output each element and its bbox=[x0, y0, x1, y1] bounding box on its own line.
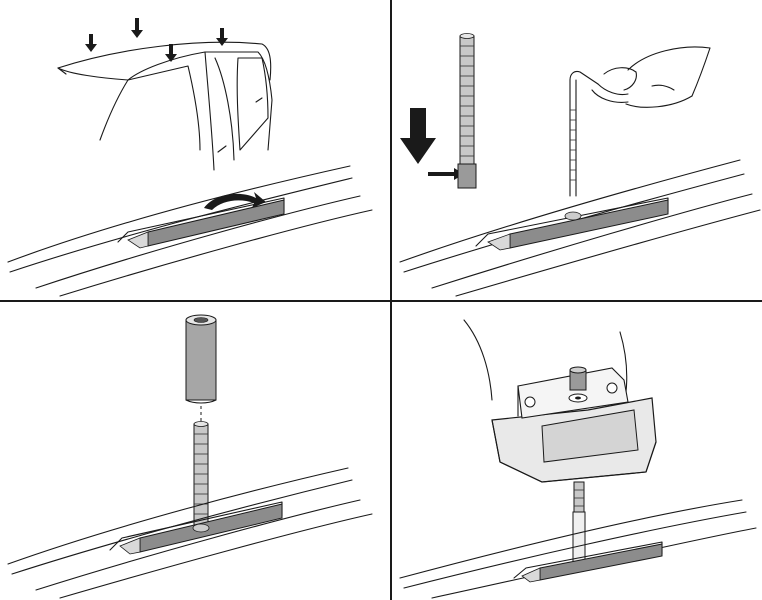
panel-3-drawing bbox=[7, 314, 373, 599]
panel-3 bbox=[0, 302, 391, 600]
insert-arrow bbox=[400, 108, 436, 164]
foot-position-arrows bbox=[85, 18, 228, 62]
threaded-rod bbox=[457, 33, 477, 189]
panel-2-drawing bbox=[399, 33, 761, 297]
roof-rail bbox=[7, 467, 373, 599]
car-roof-outline bbox=[57, 41, 273, 171]
nut-pointer-arrow bbox=[428, 168, 464, 180]
panel-4 bbox=[392, 302, 762, 600]
rail-plate bbox=[513, 541, 663, 583]
rotate-arrow bbox=[204, 192, 266, 210]
rail-plate bbox=[475, 197, 669, 251]
threaded-rod bbox=[572, 481, 586, 563]
panel-2 bbox=[392, 0, 762, 301]
threaded-rod bbox=[193, 421, 209, 533]
foot-bracket bbox=[491, 366, 657, 483]
rail-plate bbox=[117, 197, 285, 249]
panel-4-drawing bbox=[399, 319, 757, 599]
bracket-outline-hint bbox=[463, 319, 628, 401]
panel-1 bbox=[0, 0, 391, 301]
spacer-sleeve bbox=[185, 314, 217, 404]
rail-plate bbox=[109, 501, 283, 555]
hand-with-hex-key bbox=[569, 46, 711, 197]
panel-1-drawing bbox=[7, 18, 373, 297]
horizontal-divider bbox=[0, 300, 762, 302]
